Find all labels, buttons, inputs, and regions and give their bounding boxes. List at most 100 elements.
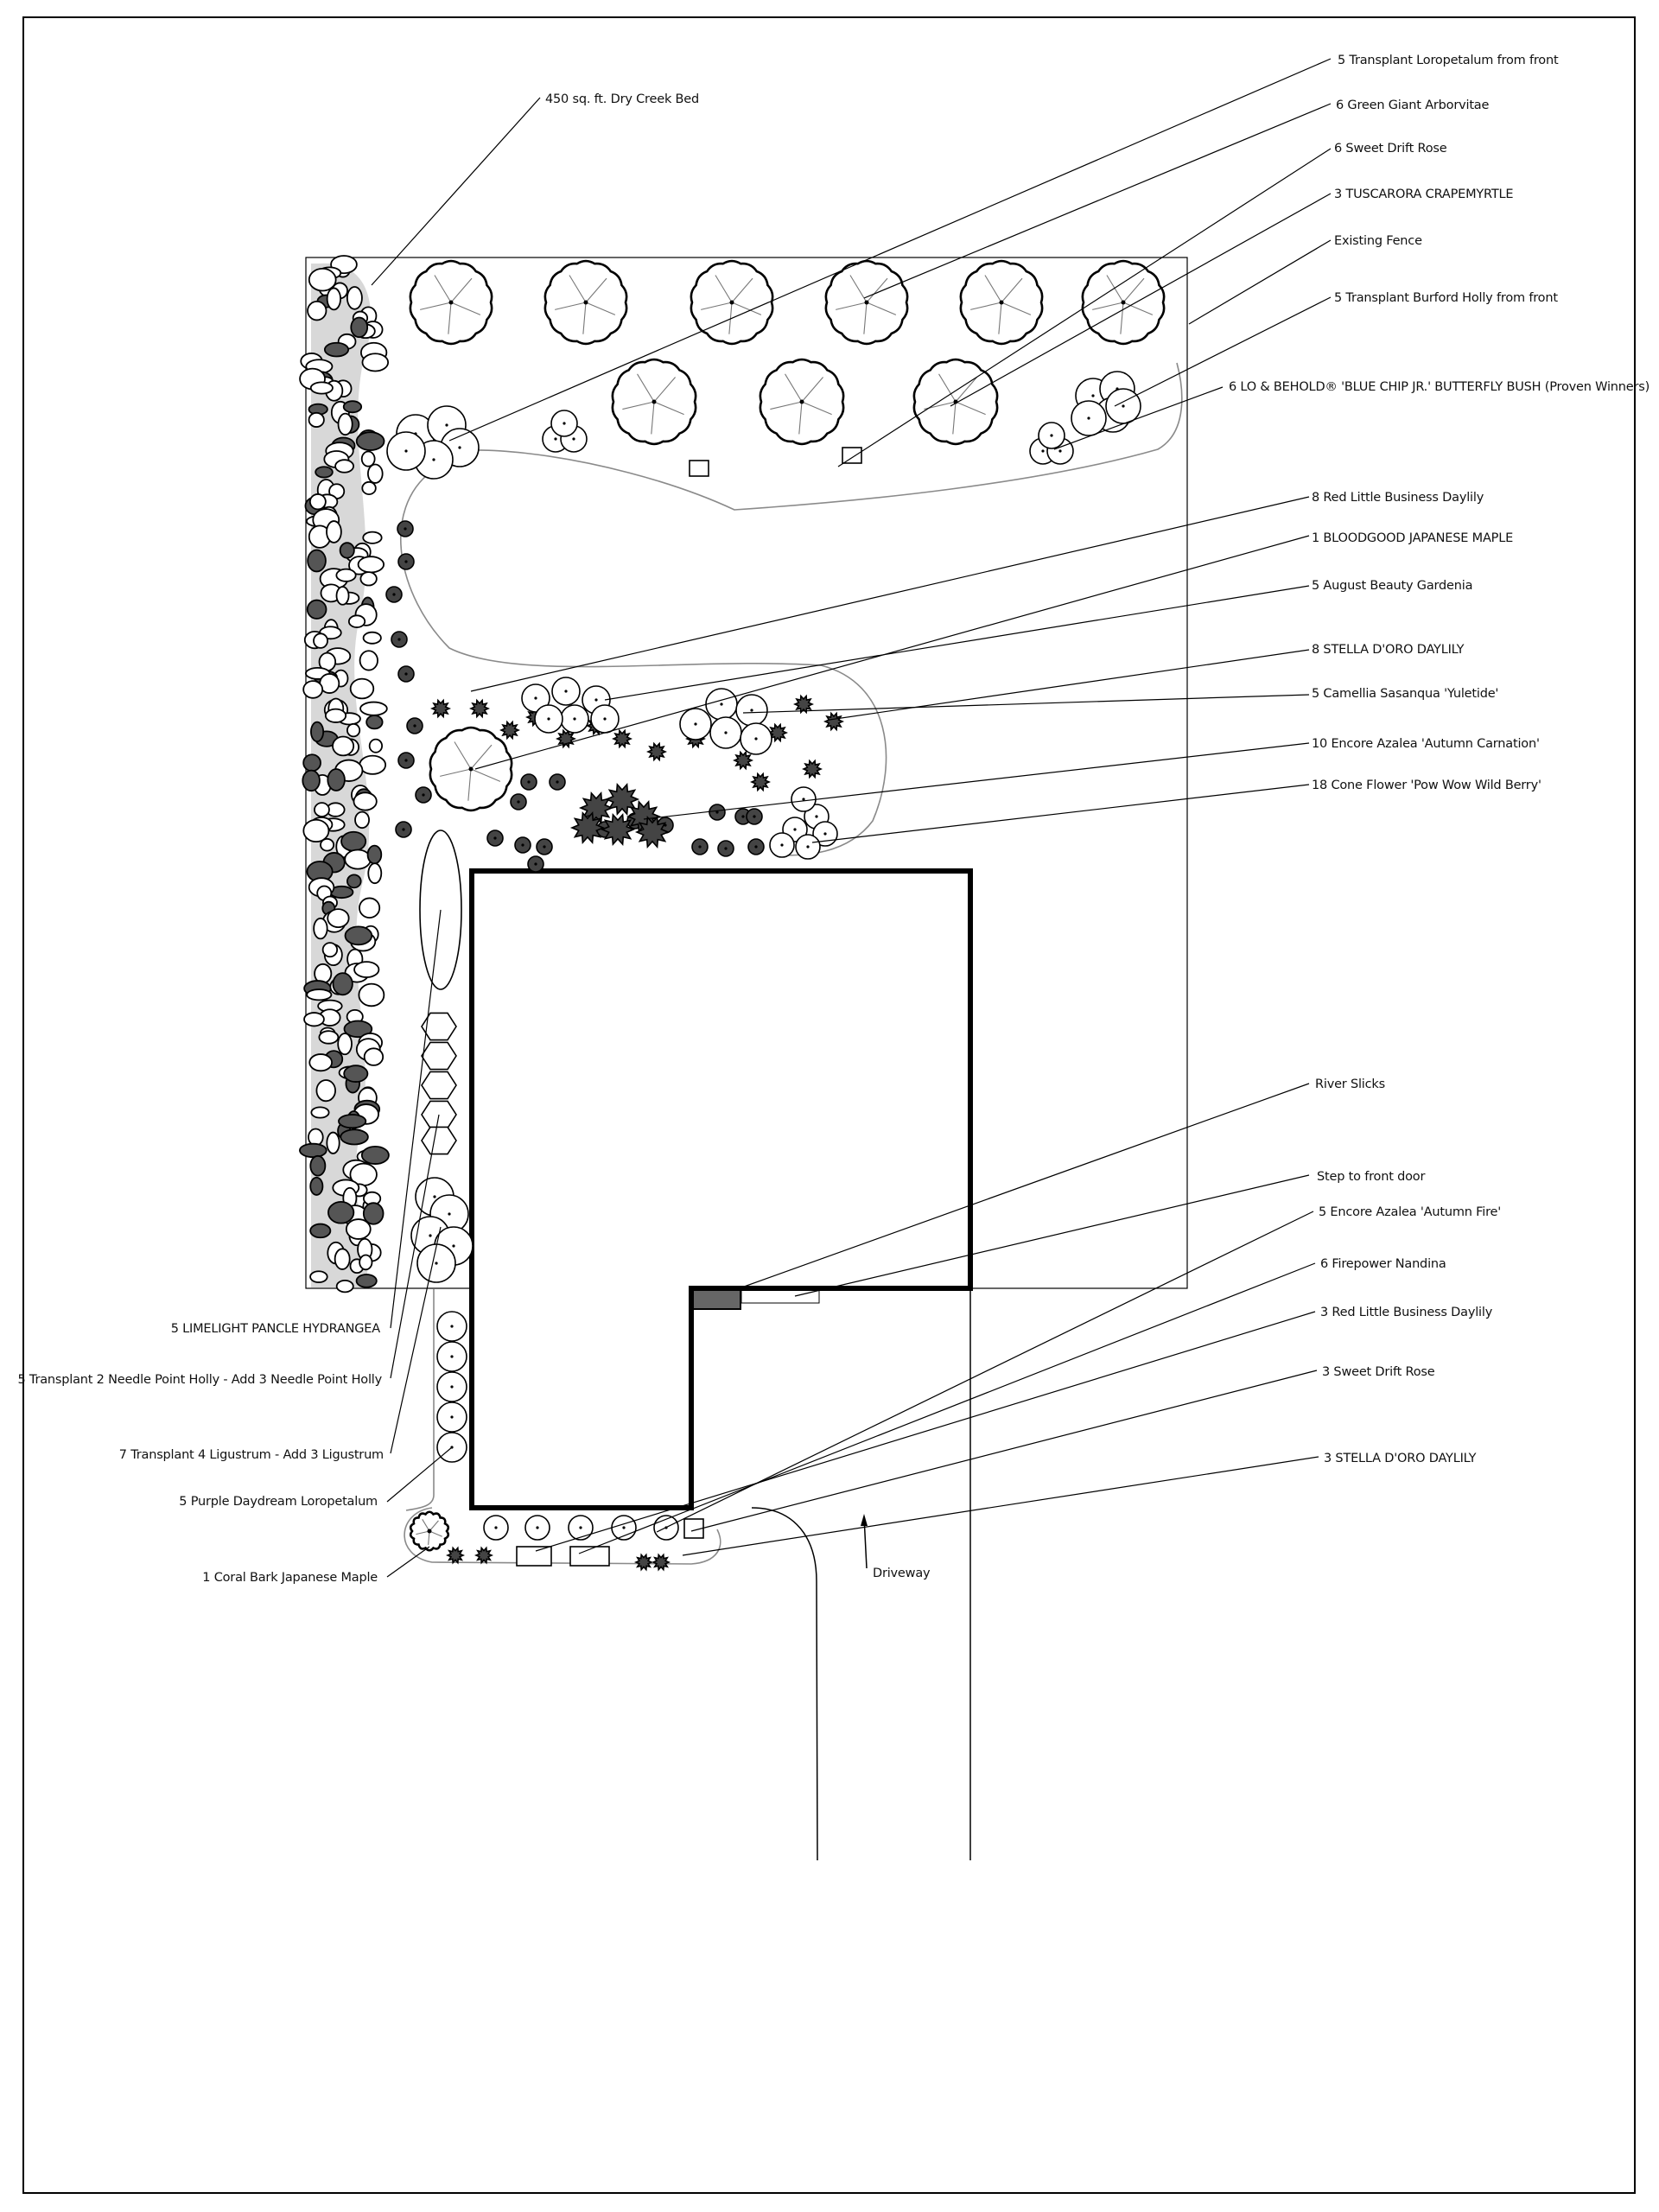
creek-boulder [366,844,383,865]
tree-trunk [864,300,869,305]
creek-boulder [313,632,328,649]
shrub-center [563,422,566,425]
creek-boulder [327,1201,355,1224]
tree-branch [866,277,888,303]
august-beauty-gardenia [534,704,563,734]
creek-boulder [324,708,347,723]
needle-point-holly [421,1012,457,1041]
tree-branch [653,401,684,416]
cone-flower [549,773,566,791]
shrub-center [573,717,576,721]
tree-branch [467,768,472,801]
tree-branch [970,302,1002,310]
daylily-icon [793,694,814,715]
creek-boulder [354,810,370,830]
shrub-center [435,1262,438,1265]
tree-trunk [448,300,454,305]
creek-boulder [365,715,384,730]
tree-branch [863,302,868,334]
shrub-center [1087,416,1090,420]
shrub-center [724,847,728,850]
tree-branch [470,768,501,782]
cone-flower [536,838,553,855]
firepower-nandina [516,1546,552,1567]
creek-boulder [306,988,333,1001]
coral-bark-japanese-maple [409,1510,450,1552]
creek-boulder [353,961,380,978]
creek-boulder [307,549,327,573]
creek-boulder [310,721,325,742]
cone-flower [527,855,544,873]
shrub-center [543,845,546,849]
tree-branch [866,302,897,315]
shrub-center [754,737,758,741]
stella-doro-daylily [802,759,823,779]
cone-flower-cluster [795,834,821,860]
creek-boulder [359,701,388,716]
planting-bed-middle [399,470,887,856]
shrub-center [750,709,753,712]
green-giant-arborvitae [824,259,909,346]
leader-line [829,649,1310,721]
encore-azalea-autumn-carnation [634,815,671,849]
creek-boulder [349,677,375,700]
leader-line [811,784,1310,843]
creek-boulder [308,411,325,428]
creek-boulder [358,982,385,1007]
red-little-business-daylily [397,520,414,537]
label-stella-doro-daylily-3: 3 STELLA D'ORO DAYLILY [1324,1452,1477,1465]
tree-branch [585,277,607,303]
creek-boulder [337,1033,353,1056]
shrub-center [1050,434,1053,437]
shrub-center [517,800,520,804]
creek-boulder [314,802,330,817]
leader-line [950,193,1332,407]
shrub-center [494,1526,498,1529]
shrub-center [527,780,531,784]
creek-boulder [308,1128,324,1147]
stella-doro-daylily-front [474,1546,494,1565]
label-driveway: Driveway [873,1567,931,1580]
creek-boulder [327,908,350,929]
leader-line [863,103,1332,299]
leader-line [794,1174,1310,1297]
creek-boulder [302,680,324,699]
green-giant-arborvitae [409,259,493,346]
shrub-center [698,845,702,849]
shrub-center [802,798,805,801]
leader-line [742,694,1310,714]
tree-branch [585,302,616,315]
stella-doro-daylily [430,698,451,719]
tree-branch [450,302,481,315]
stella-doro-daylily [499,720,520,741]
creek-boulder [309,1270,328,1283]
creek-boulder [344,925,373,946]
label-step-to-front-door: Step to front door [1317,1170,1425,1184]
creek-boulder [309,1176,324,1196]
shrub-center [493,836,497,840]
tree-trunk [1121,300,1126,305]
leader-lines [371,58,1332,1578]
daylily-icon [651,1553,671,1572]
creek-boulder [335,568,357,582]
shrub-center [450,1325,454,1328]
shrub-center [534,862,537,866]
creek-boulder [337,412,353,436]
daylily-icon [634,815,671,849]
august-beauty-gardenia [521,683,550,713]
encore-azalea-autumn-carnation [578,791,614,825]
creek-boulder [362,531,383,544]
needle-point-holly [421,1041,457,1071]
bloodgood-japanese-maple [429,726,513,812]
stella-doro-daylily [733,750,753,771]
creek-boulder [366,463,384,484]
shrub-center [458,446,461,449]
leader-line [1053,386,1224,450]
camellia-sasanqua [705,688,738,721]
creek-boulder [340,1128,369,1146]
purple-daydream-loropetalum [436,1402,467,1433]
encore-azalea-autumn-carnation [569,810,606,845]
label-transplant-burford-holly: 5 Transplant Burford Holly from front [1334,291,1558,305]
tree-branch [770,401,803,410]
tree-branch [1120,302,1124,334]
